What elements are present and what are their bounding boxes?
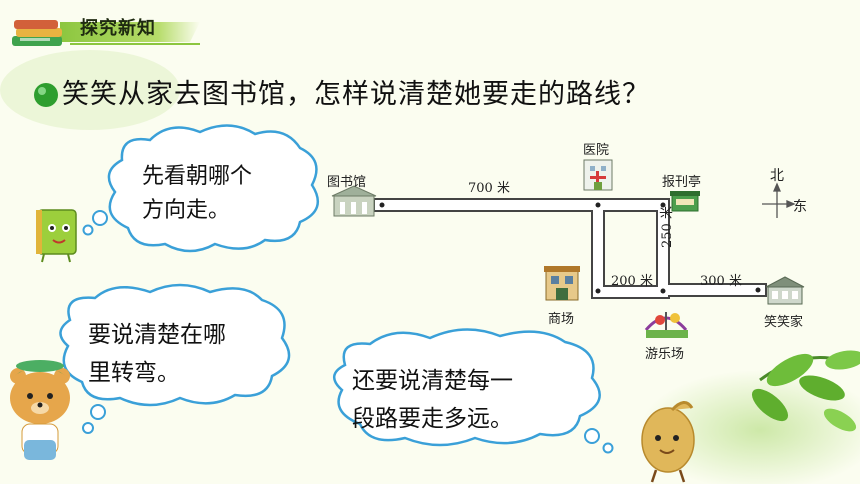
bubble-3-text: 还要说清楚每一 段路要走多远。	[352, 362, 513, 438]
leaves-decoration	[751, 350, 860, 432]
bubble-1-text: 先看朝哪个 方向走。	[142, 160, 252, 228]
mall-label: 商场	[548, 312, 575, 327]
speech-bubble-1	[82, 124, 320, 253]
bubble-1-line-2: 方向走。	[142, 198, 231, 223]
newsstand-label: 报刊亭	[662, 175, 702, 190]
mall-icon	[544, 266, 580, 301]
compass-east-label: 东	[793, 199, 807, 215]
bubble-3-line-1: 还要说清楚每一	[352, 368, 513, 394]
bubble-3-line-2: 段路要走多远。	[352, 406, 513, 432]
hospital-icon	[583, 159, 613, 191]
speech-bubble-3	[333, 328, 614, 454]
bullet-icon	[34, 83, 58, 107]
potato-character-icon	[641, 401, 695, 483]
bubble-2-line-2: 里转弯。	[88, 360, 180, 386]
playground-label: 游乐场	[645, 347, 685, 362]
route-map	[331, 159, 805, 338]
library-label: 图书馆	[327, 175, 367, 190]
bg-blob	[0, 50, 180, 130]
home-label: 笑笑家	[764, 315, 804, 330]
road-nodes	[379, 202, 761, 294]
home-icon	[765, 276, 805, 305]
books-icon	[12, 20, 62, 46]
distance-300: 300 米	[700, 274, 742, 289]
compass-north-label: 北	[770, 168, 784, 184]
compass-icon	[762, 182, 796, 218]
main-question: 笑笑从家去图书馆，怎样说清楚她要走的路线？	[62, 79, 650, 110]
bubble-1-line-1: 先看朝哪个	[142, 164, 253, 189]
bg-splash	[640, 370, 860, 484]
speech-bubble-2	[59, 283, 291, 434]
distance-200: 200 米	[611, 274, 653, 289]
bear-character-icon	[10, 360, 70, 460]
library-icon	[331, 185, 377, 217]
book-character-icon	[36, 209, 77, 263]
newsstand-icon	[670, 191, 700, 212]
section-title: 探究新知	[80, 18, 156, 39]
distance-700: 700 米	[468, 181, 510, 196]
bubble-2-text: 要说清楚在哪 里转弯。	[88, 316, 226, 392]
bubble-2-line-1: 要说清楚在哪	[88, 322, 226, 348]
header-banner	[60, 22, 200, 45]
playground-icon	[644, 312, 688, 338]
hospital-label: 医院	[583, 143, 610, 158]
distance-250: 250 米	[660, 206, 675, 248]
